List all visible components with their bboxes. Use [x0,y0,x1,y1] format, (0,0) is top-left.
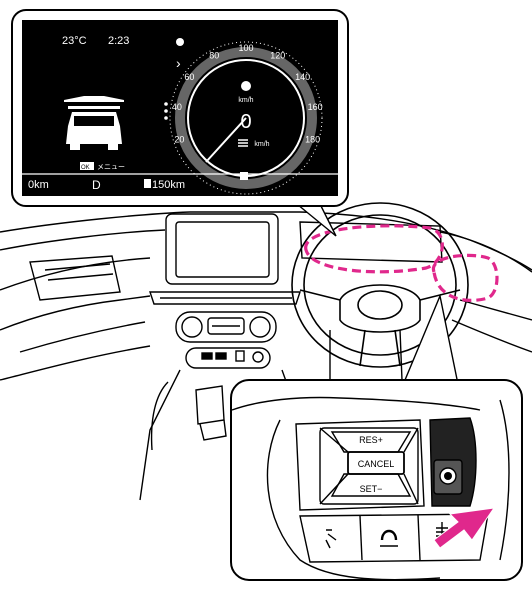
cruise-switch-pad [295,419,425,511]
menu-badge: OK [81,165,90,171]
gear-indicator: D [92,178,101,192]
dashboard-drawing [0,211,532,501]
menu-badge-bg [80,162,94,170]
set-label: SET− [360,484,383,494]
speed-unit-top: km/h [238,97,253,104]
temperature: 23°C [62,35,87,47]
speed-scale-label: 120 [270,51,285,61]
speed-scale-label: 20 [174,135,184,145]
switch-callout: RES+ CANCEL SET− [230,379,523,581]
distance-icon [238,139,248,147]
odometer: 0km [28,179,49,191]
menu-label: メニュー [97,163,125,171]
highlight-ellipses [304,224,499,302]
chevron-right-icon: › [176,55,181,71]
steering-assist-icon[interactable] [325,529,337,549]
fuel-icon [144,179,151,188]
phone-icon[interactable] [380,529,398,547]
shift-knob [195,385,225,425]
fuel-small-icon [240,172,248,180]
speed-unit-bottom: km/h [254,141,269,148]
highlight-switch [432,253,499,302]
speed-scale-label: 80 [209,51,219,61]
meter-callout: 20 40 60 80 100 120 140 160 180 km/h 0 km/h › [11,9,349,207]
speed-scale-label: 180 [305,135,320,145]
center-display [165,213,279,285]
speed-scale-label: 100 [238,43,253,53]
camera-icon [176,38,184,46]
cruise-indicator-icon [241,81,251,91]
speed-scale-label: 40 [172,102,182,112]
res-label: RES+ [359,435,383,445]
highlight-meter [304,224,444,274]
speed-scale-label: 60 [184,72,194,82]
cancel-label: CANCEL [358,459,395,469]
clock: 2:23 [108,35,129,47]
speed-value: 0 [240,111,251,133]
speed-scale-label: 140 [295,72,310,82]
set-button [330,473,412,497]
speedometer: 20 40 60 80 100 120 140 160 180 km/h 0 km/h [169,41,323,195]
range: 150km [152,179,185,191]
speed-needle [205,117,247,163]
press-arrow-icon [433,507,496,549]
speed-scale-label: 160 [308,102,323,112]
steering-wheel [291,202,469,368]
